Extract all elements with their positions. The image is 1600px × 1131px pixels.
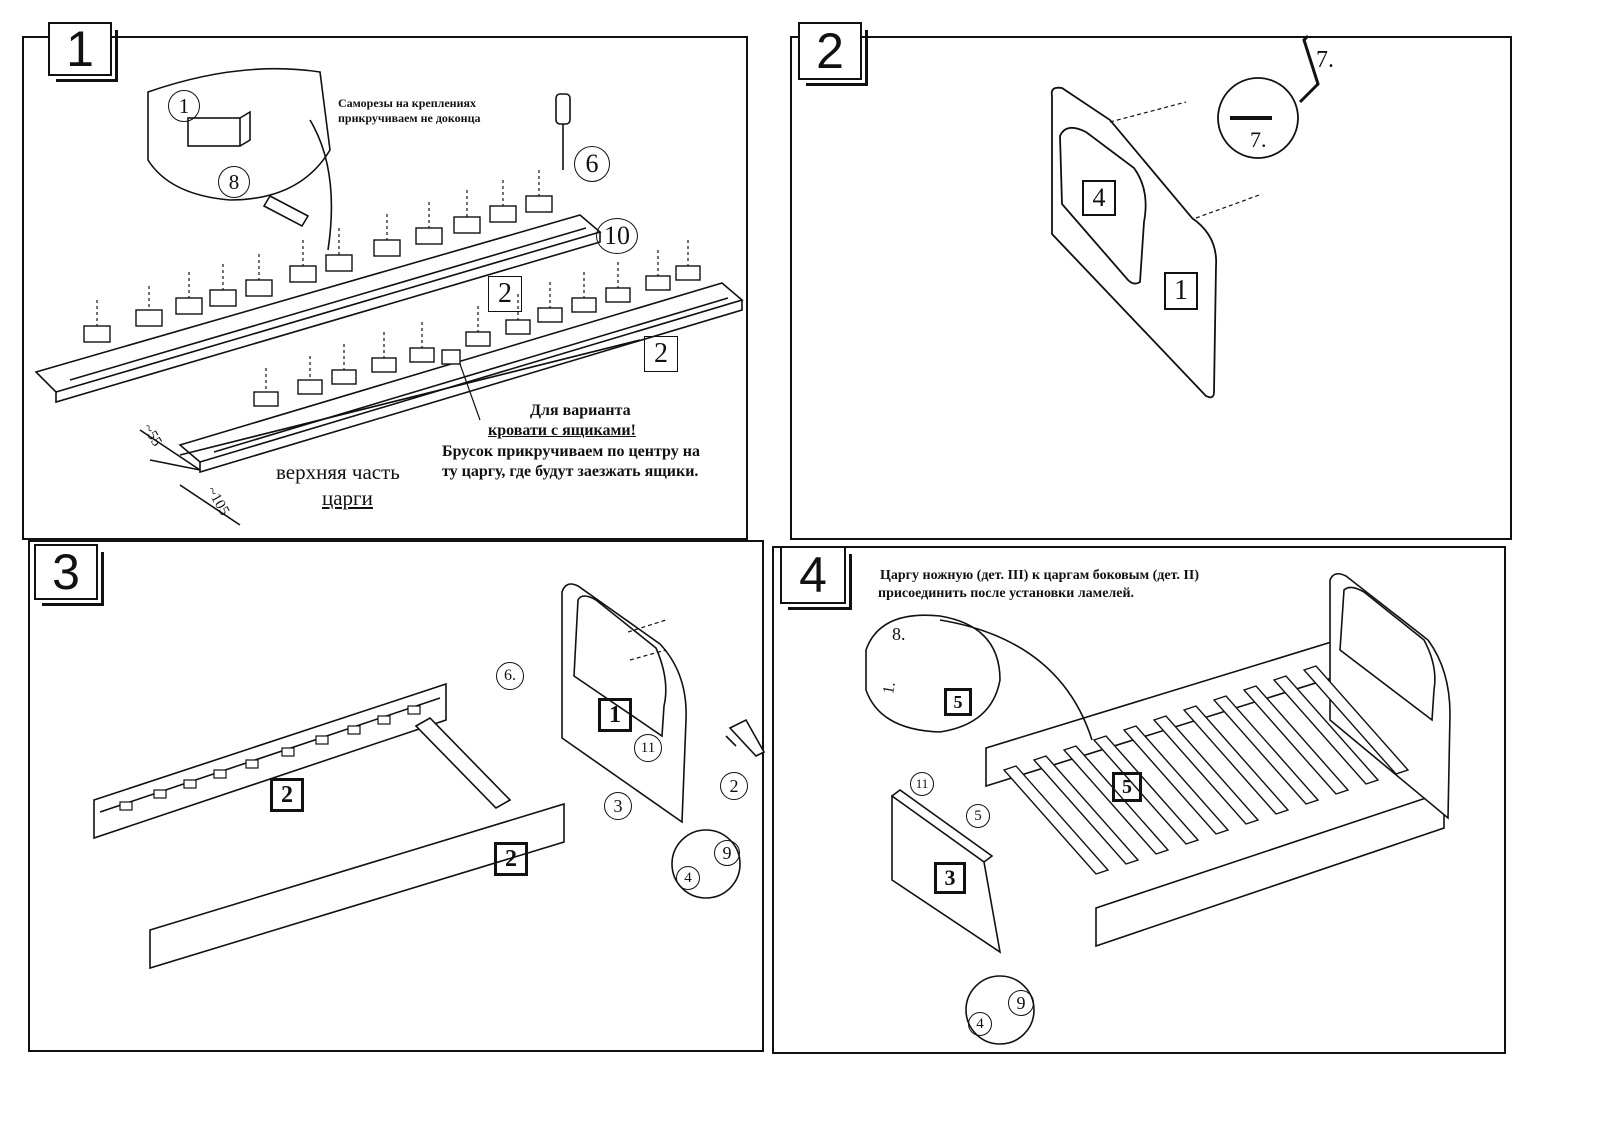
headboard-cushion <box>1059 126 1147 285</box>
bed-headboard-cushion <box>1339 586 1436 722</box>
step-3-callout-9: 9 <box>714 840 740 866</box>
step-1-screws <box>96 170 689 392</box>
callout-1: 1 <box>168 90 200 122</box>
part-label-4: 4 <box>1082 180 1116 216</box>
step-1-note-top: Саморезы на креплениях прикручиваем не д… <box>338 96 481 125</box>
detail-circle-step4 <box>865 614 1001 733</box>
bed-slats <box>1002 665 1410 875</box>
bed-front-rail <box>1095 790 1445 948</box>
step-4-part-5-detail: 5 <box>944 688 972 716</box>
side-rail-back <box>93 682 447 840</box>
step-4-callout-11: 11 <box>910 772 934 796</box>
hex-key-icon <box>1298 34 1320 104</box>
step-4-callout-5: 5 <box>966 804 990 828</box>
step-1-note-drawer-line4: ту царгу, где будут заезжать ящики. <box>442 463 699 480</box>
step-3-part-2-front: 2 <box>494 842 528 876</box>
step-4-part-5-bed: 5 <box>1112 772 1142 802</box>
step-4-note-line1: Царгу ножную (дет. III) к царгам боковым… <box>880 568 1199 583</box>
callout-6: 6 <box>574 146 610 182</box>
step-4-callout-4: 4 <box>968 1012 992 1036</box>
step-4-callout-8: 8. <box>892 624 906 644</box>
label-top-part: верхняя часть <box>276 460 400 484</box>
drawer-bar <box>441 349 461 365</box>
lower-rail-brackets <box>253 265 701 407</box>
step-3-callout-11: 11 <box>634 734 662 762</box>
callout-10: 10 <box>596 218 638 254</box>
callout-8: 8 <box>218 166 250 198</box>
foot-rail <box>891 794 1002 954</box>
step-3-callout-4: 4 <box>676 866 700 890</box>
drawer-guide-bar <box>414 716 512 810</box>
step-2-callout-7a: 7. <box>1316 47 1334 73</box>
headboard-3-cushion <box>573 595 667 738</box>
step-3-callout-2-circle: 2 <box>720 772 748 800</box>
part-label-2b: 2 <box>644 336 678 372</box>
step-3-part-1: 1 <box>598 698 632 732</box>
part-label-1: 1 <box>1164 272 1198 310</box>
step-3-brackets <box>119 705 421 811</box>
step-3-callout-3: 3 <box>604 792 632 820</box>
step-1-note-drawer-line1: Для варианта <box>530 402 631 419</box>
step-1-note-drawer-line2: кровати с ящиками! <box>488 422 636 439</box>
step-2-callout-7b: 7. <box>1250 127 1267 152</box>
side-rail-front <box>149 802 565 970</box>
mallet-icon <box>725 718 766 757</box>
step-4-callout-9: 9 <box>1008 990 1034 1016</box>
step-1-note-drawer-line3: Брусок прикручиваем по центру на <box>442 443 700 460</box>
step-3-callout-6: 6. <box>496 662 524 690</box>
step-4-part-3: 3 <box>934 862 966 894</box>
step-1-number: 1 <box>48 22 118 82</box>
step-2-number: 2 <box>798 22 868 86</box>
part-label-2a: 2 <box>488 276 522 312</box>
screwdriver-icon <box>262 93 571 228</box>
step-3-part-2-back: 2 <box>270 778 304 812</box>
detail-circle-step1 <box>147 67 333 251</box>
step-4-note-line2: присоединить после установки ламелей. <box>878 586 1135 601</box>
label-tsargi: царги <box>322 486 373 510</box>
upper-rail-brackets <box>83 195 553 343</box>
